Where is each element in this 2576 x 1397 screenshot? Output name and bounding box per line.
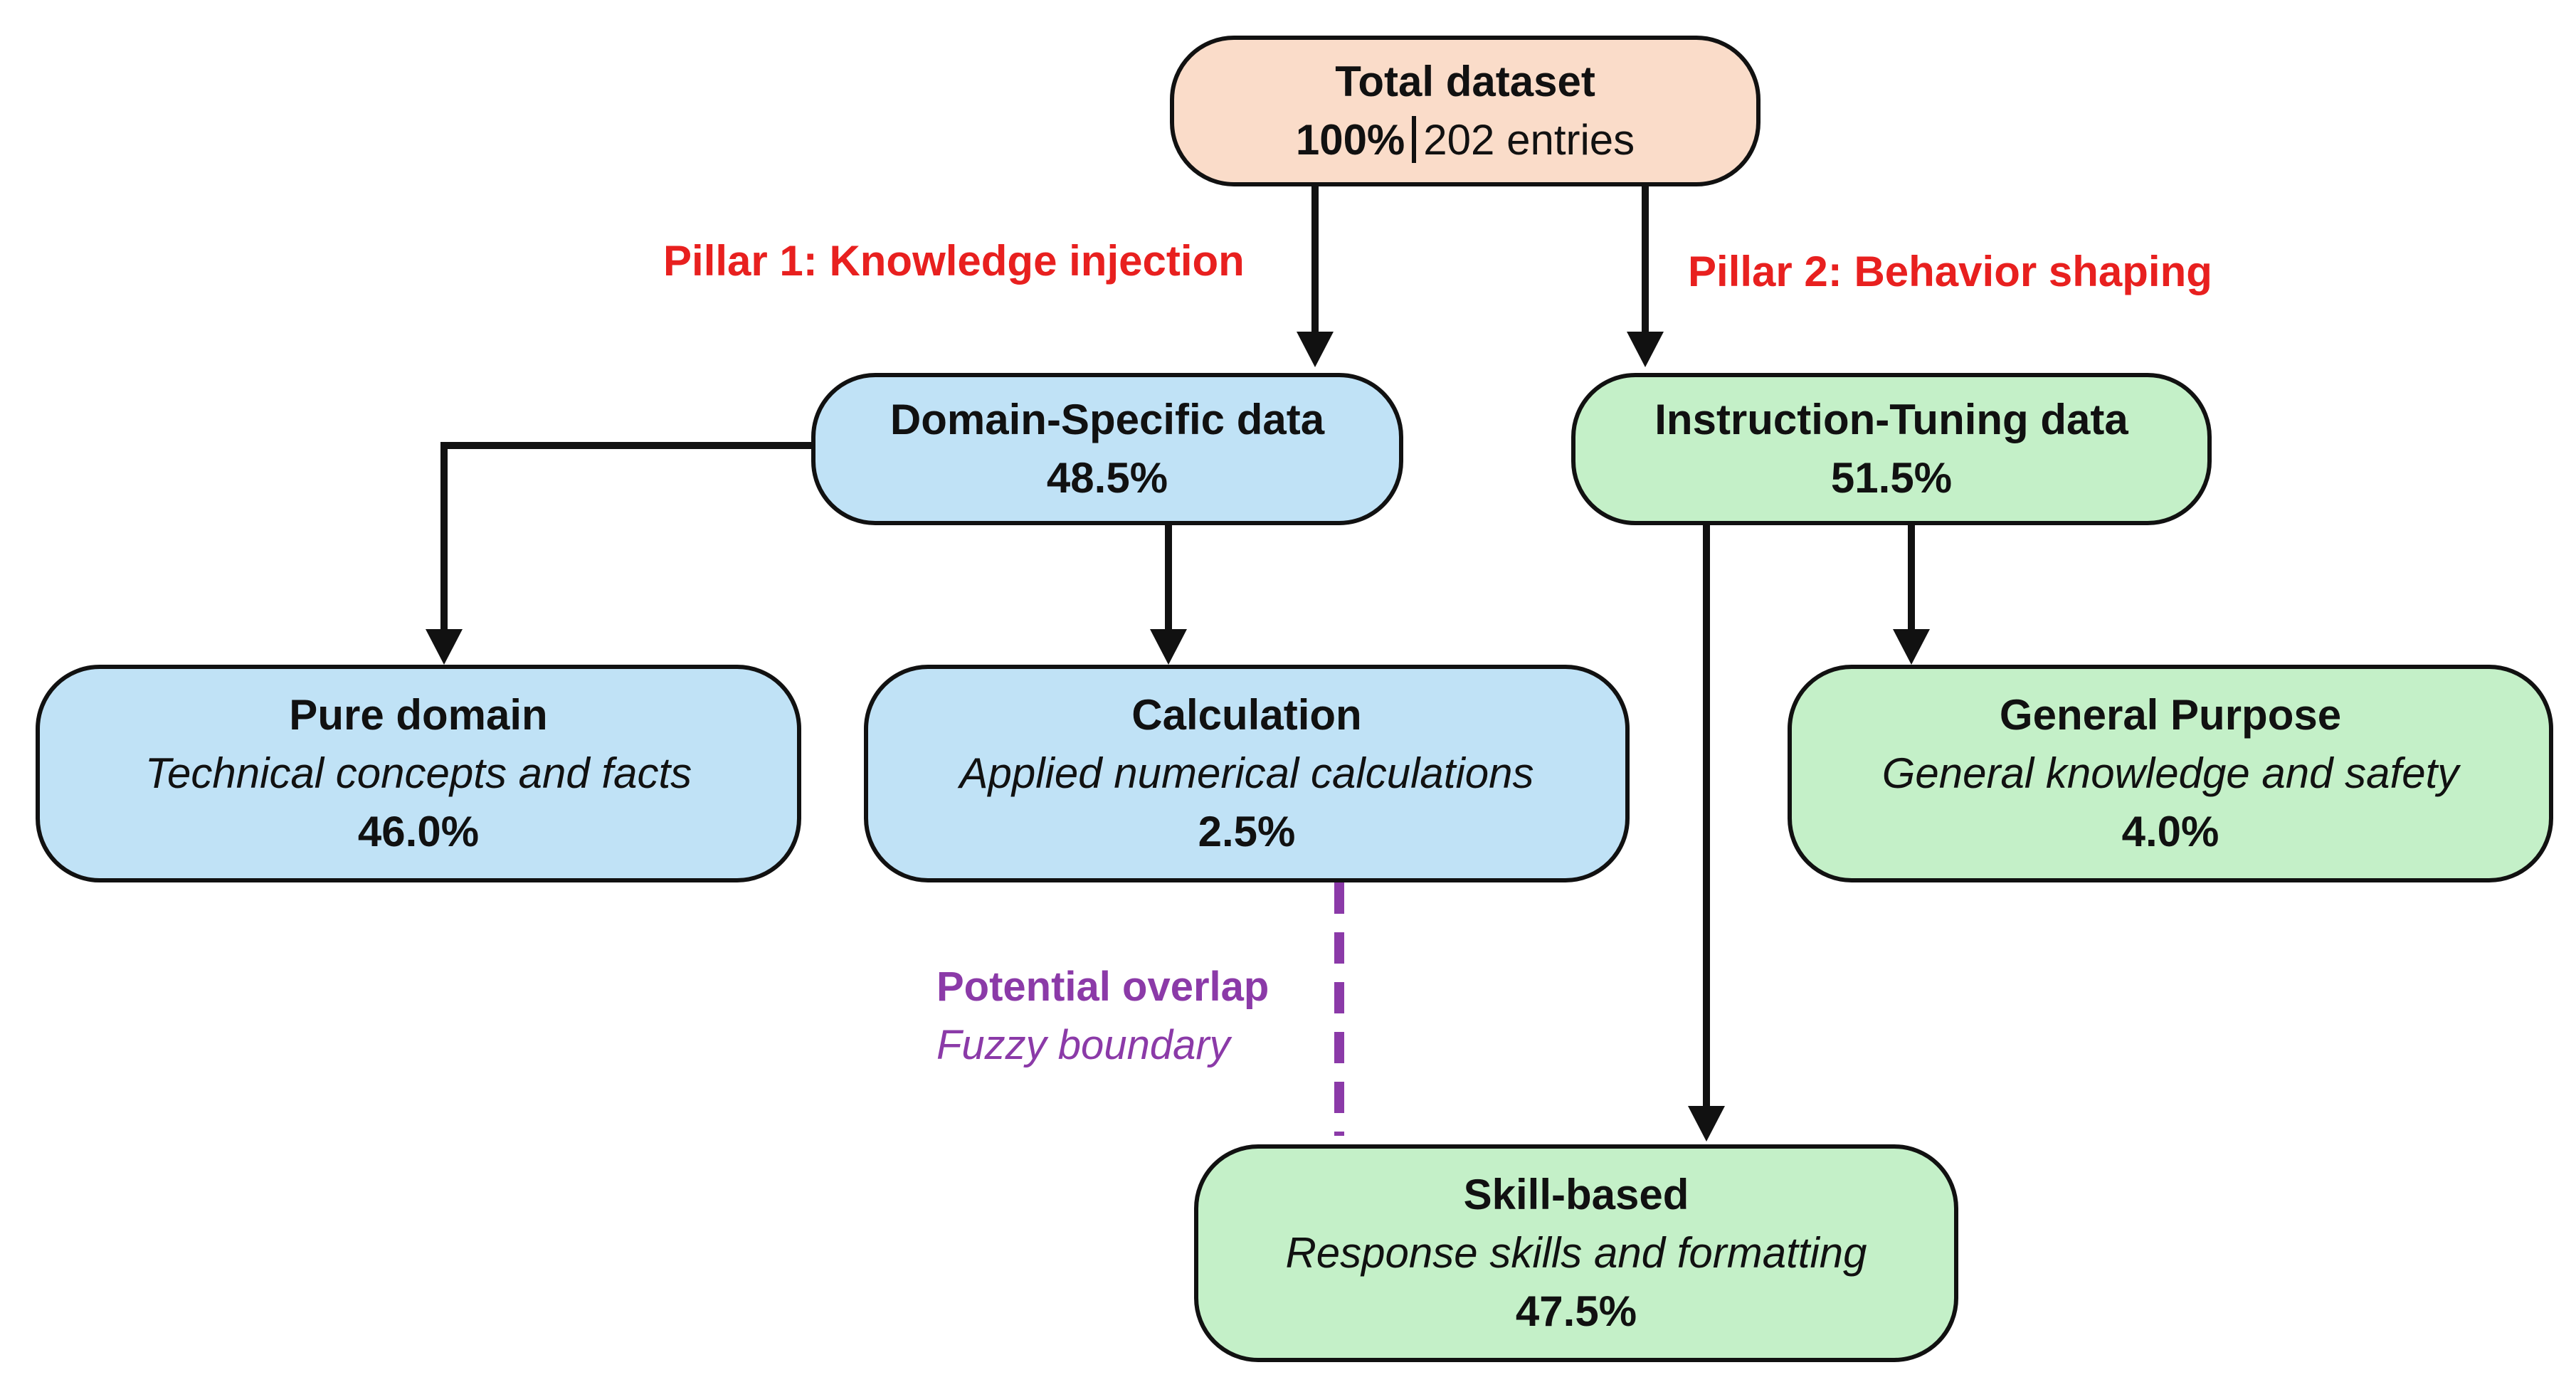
overlap-subtitle: Fuzzy boundary <box>936 1022 1230 1068</box>
general-purpose-description: General knowledge and safety <box>1881 749 2459 797</box>
arrow-instruction-tuning-to-general-purpose <box>1893 524 1930 665</box>
total-dataset-summary: 100% 202 entries <box>1296 111 1635 169</box>
overlap-title: Potential overlap <box>936 964 1269 1010</box>
pure-domain-title: Pure domain <box>289 691 548 739</box>
overlap-label: Potential overlap Fuzzy boundary <box>936 958 1269 1075</box>
arrow-instruction-tuning-to-skill-based <box>1688 524 1725 1142</box>
total-dataset-title: Total dataset <box>1335 58 1595 105</box>
pillar-1-label: Pillar 1: Knowledge injection <box>663 237 1245 285</box>
general-purpose-title: General Purpose <box>1999 691 2342 739</box>
total-dataset-percent: 100% <box>1295 116 1405 164</box>
general-purpose-percent: 4.0% <box>2121 808 2219 855</box>
arrow-domain-specific-to-calculation <box>1150 524 1187 665</box>
total-dataset-node: Total dataset 100% 202 entries <box>1170 36 1761 186</box>
calculation-node: Calculation Applied numerical calculatio… <box>864 665 1630 882</box>
general-purpose-node: General Purpose General knowledge and sa… <box>1788 665 2553 882</box>
calculation-percent: 2.5% <box>1198 808 1296 855</box>
separator-bar <box>1412 116 1417 163</box>
instruction-tuning-node: Instruction-Tuning data 51.5% <box>1571 373 2212 525</box>
pillar-2-label: Pillar 2: Behavior shaping <box>1688 248 2212 295</box>
pure-domain-percent: 46.0% <box>357 808 480 855</box>
domain-specific-percent: 48.5% <box>1046 454 1168 502</box>
domain-specific-title: Domain-Specific data <box>890 396 1325 443</box>
pure-domain-node: Pure domain Technical concepts and facts… <box>36 665 801 882</box>
instruction-tuning-percent: 51.5% <box>1830 454 1953 502</box>
arrow-total-to-instruction-tuning <box>1627 186 1664 367</box>
domain-specific-node: Domain-Specific data 48.5% <box>811 373 1403 525</box>
arrow-domain-specific-to-pure-domain <box>426 442 813 665</box>
skill-based-title: Skill-based <box>1463 1171 1689 1218</box>
calculation-description: Applied numerical calculations <box>959 749 1534 797</box>
skill-based-node: Skill-based Response skills and formatti… <box>1194 1144 1958 1362</box>
arrow-total-to-domain-specific <box>1297 186 1334 367</box>
skill-based-description: Response skills and formatting <box>1285 1229 1867 1277</box>
pure-domain-description: Technical concepts and facts <box>144 749 692 797</box>
total-dataset-entries: 202 entries <box>1423 116 1635 164</box>
instruction-tuning-title: Instruction-Tuning data <box>1654 396 2128 443</box>
calculation-title: Calculation <box>1131 691 1362 739</box>
skill-based-percent: 47.5% <box>1515 1287 1637 1335</box>
